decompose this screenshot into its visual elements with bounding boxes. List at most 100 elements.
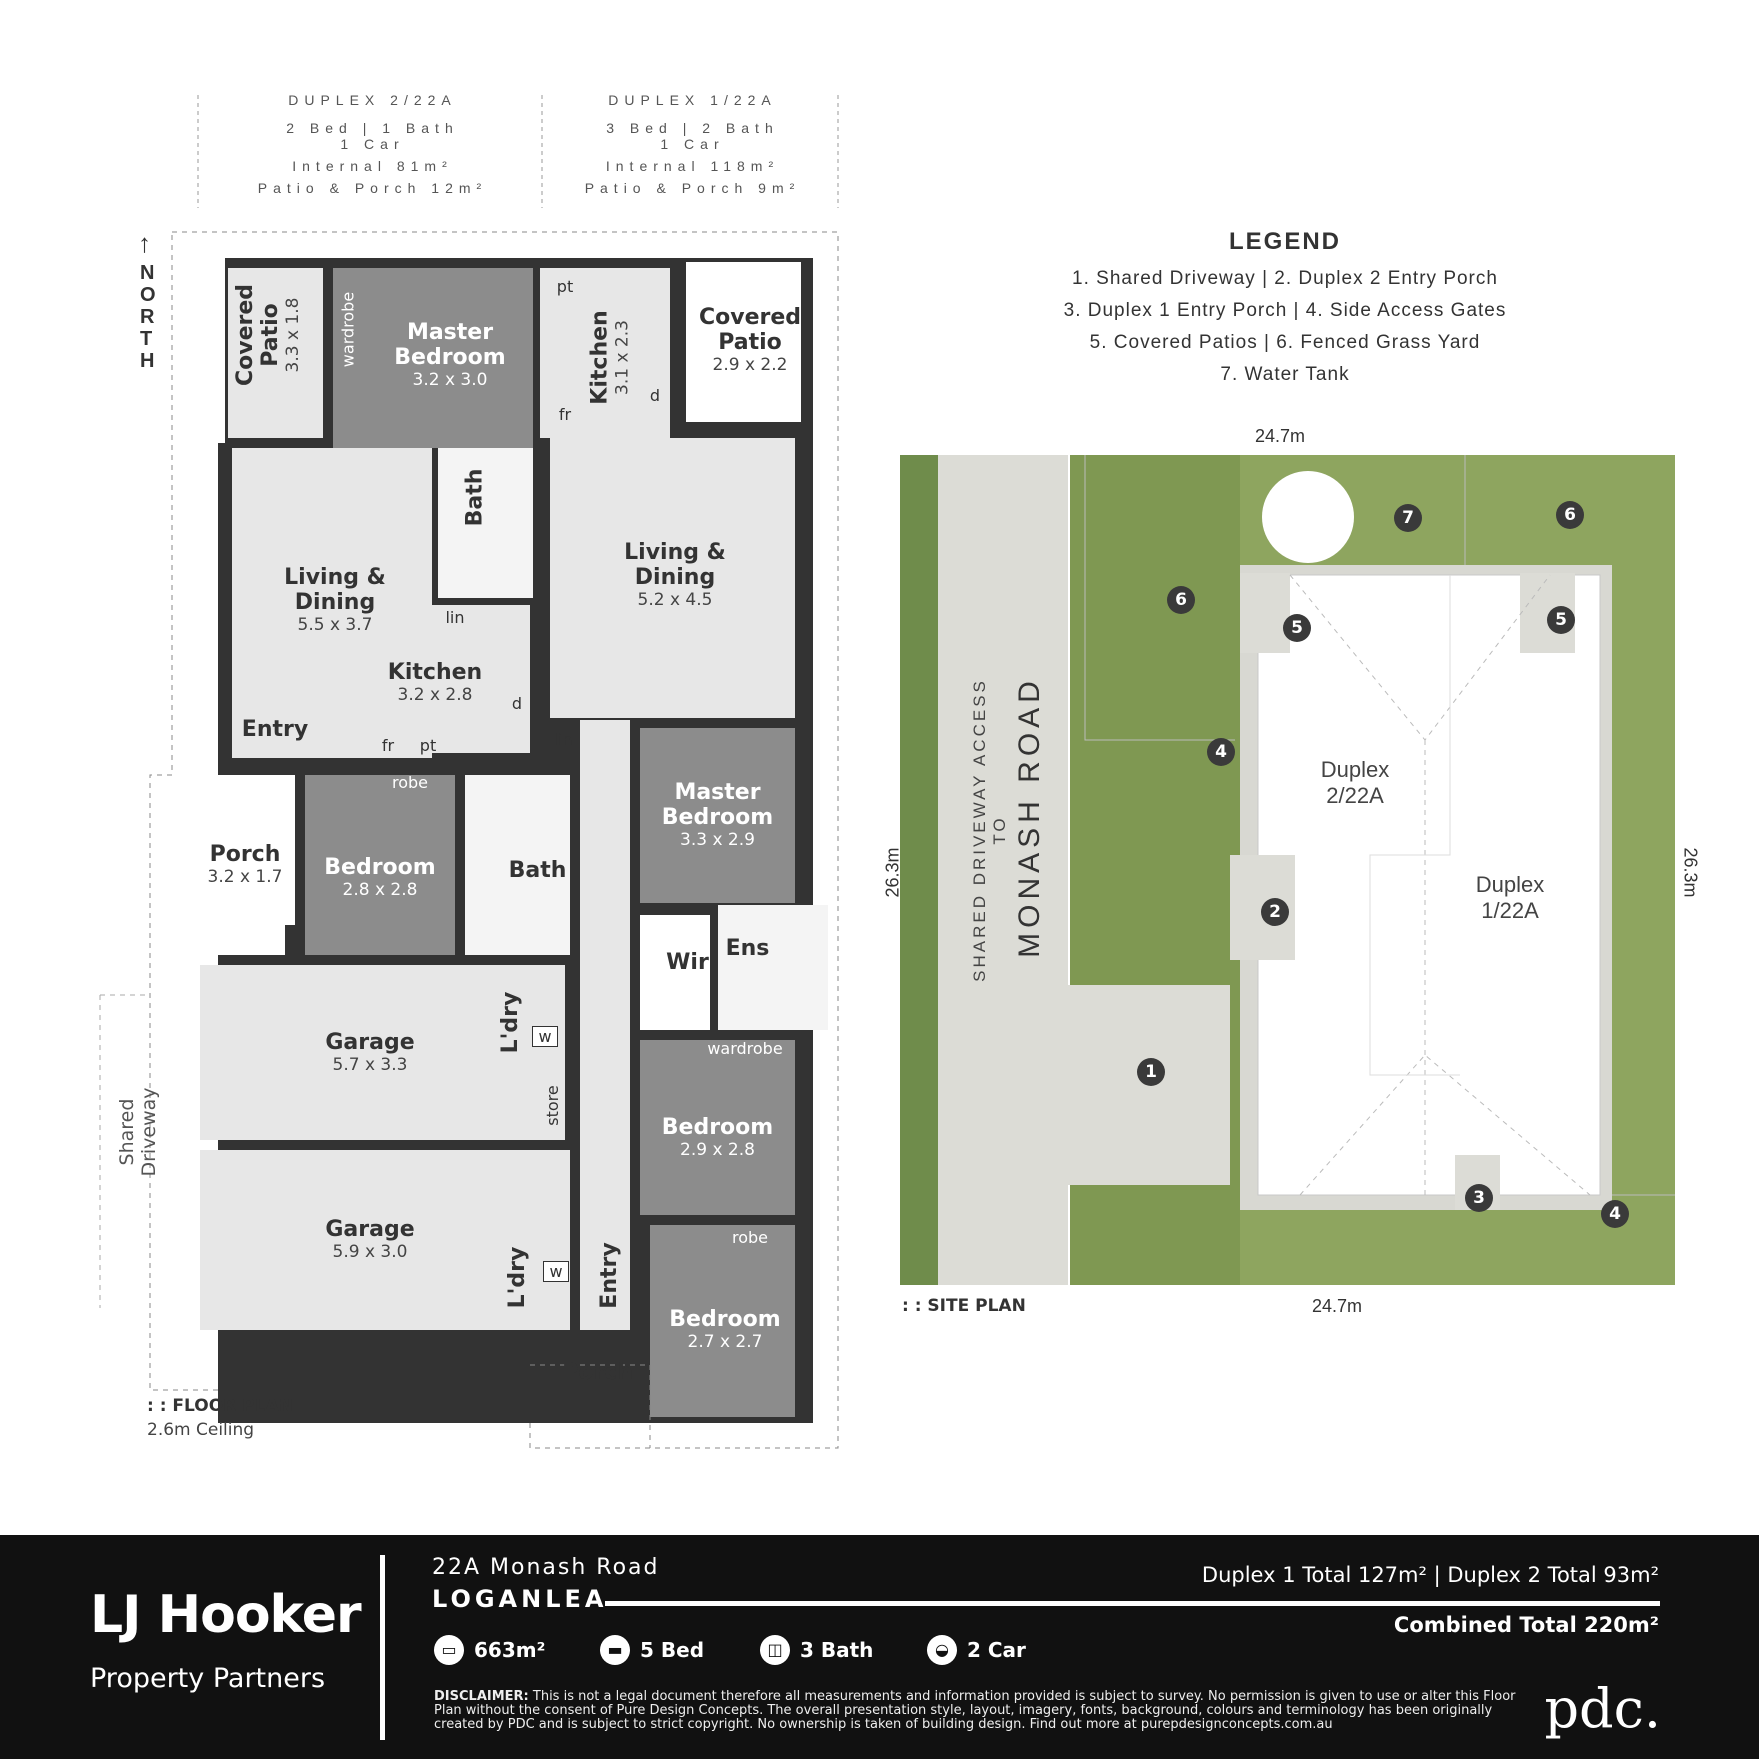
site-right-dim: 26.3m (1680, 847, 1701, 898)
header-dividers (197, 95, 839, 208)
wardrobe-right-label: wardrobe (707, 1039, 783, 1058)
w-bottom-label: w (543, 1261, 569, 1282)
duplex1-beds: 3 Bed | 2 Bath (606, 120, 779, 136)
duplex2-title: DUPLEX 2/22A (288, 92, 457, 108)
bath-left-label: Bath (462, 468, 488, 527)
driveway-label-small: SHARED DRIVEWAY ACCESS TO (970, 678, 1009, 982)
legend-title: LEGEND (1228, 228, 1341, 255)
duplex1-header: DUPLEX 1/22A 3 Bed | 2 Bath 1 Car Intern… (545, 92, 840, 196)
footer: LJ Hooker Property Partners 22A Monash R… (0, 1535, 1759, 1759)
duplex1-patio: Patio & Porch 9m² (584, 180, 801, 196)
north-arrow-icon: ↑ (138, 228, 151, 258)
robe2-label: robe (731, 1228, 768, 1247)
hallway-area (580, 720, 630, 1330)
master-bedroom-right-label: Master Bedroom 3.3 x 2.9 (661, 780, 774, 850)
garage-top-label: Garage 5.7 x 3.3 (325, 1030, 415, 1075)
house-footprint (1257, 574, 1601, 1196)
totals: Duplex 1 Total 127m² | Duplex 2 Total 93… (1201, 1563, 1659, 1587)
ceiling-height: 2.6m Ceiling (147, 1420, 255, 1440)
bedroom-right-1-area (640, 1040, 795, 1215)
lin1-label: lin (445, 608, 465, 627)
bedroom-right-2-label: Bedroom 2.7 x 2.7 (669, 1307, 781, 1352)
duplex1-internal: Internal 118m² (605, 158, 780, 174)
site-badge-6a: 6 (1167, 586, 1195, 614)
bedroom-left-area (305, 775, 455, 955)
master-bedroom-right-area (640, 728, 795, 903)
site-top-dim: 24.7m (1255, 426, 1306, 446)
w-top-label: w (532, 1026, 558, 1047)
site-badge-5b: 5 (1547, 606, 1575, 634)
bedroom-right-1-label: Bedroom 2.9 x 2.8 (661, 1115, 774, 1160)
feature-car: ◒ 2 Car (927, 1635, 1026, 1665)
covered-patio-left-area (228, 268, 323, 438)
bath-icon: ◫ (760, 1635, 790, 1665)
duplex1-title: DUPLEX 1/22A (608, 92, 777, 108)
address-underline (605, 1601, 1660, 1606)
disclaimer-text: This is not a legal document therefore a… (434, 1689, 1516, 1732)
land-value: 663m² (474, 1638, 546, 1662)
disclaimer-label: DISCLAIMER: (434, 1689, 529, 1704)
site-plan-title: : : SITE PLAN (902, 1296, 1026, 1316)
pt-top-label: pt (556, 277, 574, 296)
bed-value: 5 Bed (640, 1638, 705, 1662)
pdc-logo: pdc. (1544, 1677, 1661, 1740)
site-bottom-dim: 24.7m (1312, 1296, 1363, 1316)
pt-mid-label: pt (419, 736, 437, 755)
site-duplex2-label: Duplex 2/22A (1320, 757, 1390, 808)
entry-left-label: Entry (241, 717, 309, 742)
legend-line-2: 3. Duplex 1 Entry Porch | 4. Side Access… (1063, 300, 1507, 321)
duplex2-beds: 2 Bed | 1 Bath (286, 120, 459, 136)
ens-label: Ens (725, 936, 770, 961)
address: 22A Monash Road (432, 1555, 660, 1580)
legend-line-1: 1. Shared Driveway | 2. Duplex 2 Entry P… (1072, 268, 1498, 289)
combined-total: Combined Total 220m² (1393, 1613, 1659, 1637)
master-bedroom-left-label: Master Bedroom 3.2 x 3.0 (394, 320, 506, 390)
garage-bottom-label: Garage 5.9 x 3.0 (325, 1217, 415, 1262)
store-label: store (543, 1085, 562, 1126)
bath-left-area (438, 448, 533, 598)
site-badge-1: 1 (1137, 1058, 1165, 1086)
legend-line-4: 7. Water Tank (1220, 364, 1350, 385)
living-left-label: Living & Dining 5.5 x 3.7 (284, 565, 386, 635)
garage-top-area (200, 965, 565, 1140)
land-icon: ▭ (434, 1635, 464, 1665)
ldry-top-label: L'dry (498, 991, 523, 1054)
feature-land: ▭ 663m² (434, 1635, 545, 1665)
site-badge-2: 2 (1261, 898, 1289, 926)
bath-mid-area (465, 775, 570, 955)
duplex2-patio: Patio & Porch 12m² (257, 180, 488, 196)
driveway-label-big: MONASH ROAD (1013, 676, 1046, 958)
site-badge-3: 3 (1465, 1184, 1493, 1212)
shared-driveway-label: Shared Driveway (116, 1087, 160, 1177)
north-label: NORTH (140, 262, 158, 372)
garage-bottom-area (200, 1150, 570, 1330)
fr-mid-label: fr (381, 736, 395, 755)
site-badge-6b: 6 (1556, 501, 1584, 529)
bath-mid-label: Bath (508, 858, 567, 883)
suburb: LOGANLEA (432, 1585, 608, 1613)
feature-bed: ▬ 5 Bed (600, 1635, 704, 1665)
site-badge-5a: 5 (1283, 614, 1311, 642)
fr-top-label: fr (558, 405, 572, 424)
living-right-label: Living & Dining 5.2 x 4.5 (624, 540, 726, 610)
disclaimer: DISCLAIMER: This is not a legal document… (434, 1690, 1534, 1732)
covered-patio-right-label: Covered Patio 2.9 x 2.2 (698, 305, 802, 375)
kitchen-right-label: Kitchen 3.1 x 2.3 (587, 310, 633, 405)
entry-right-label: Entry (597, 1242, 622, 1309)
duplex2-internal: Internal 81m² (292, 158, 453, 174)
footer-divider (380, 1555, 385, 1740)
feature-bath: ◫ 3 Bath (760, 1635, 873, 1665)
driveway (938, 455, 1068, 1285)
lin2-label: lin (553, 730, 573, 749)
site-badge-4a: 4 (1207, 738, 1235, 766)
floor-plan-drawing (99, 231, 839, 1449)
bed-icon: ▬ (600, 1635, 630, 1665)
kitchen-left-label: Kitchen 3.2 x 2.8 (387, 660, 483, 705)
porch-left-label: Porch 3.2 x 1.7 (207, 842, 283, 887)
ldry-bottom-label: L'dry (505, 1246, 530, 1309)
porch-left-area (235, 775, 295, 925)
ens-area (718, 905, 828, 1030)
living-right-area (550, 438, 795, 718)
covered-patio-right-area (686, 262, 801, 422)
brand-logo-bottom: Property Partners (90, 1663, 326, 1694)
